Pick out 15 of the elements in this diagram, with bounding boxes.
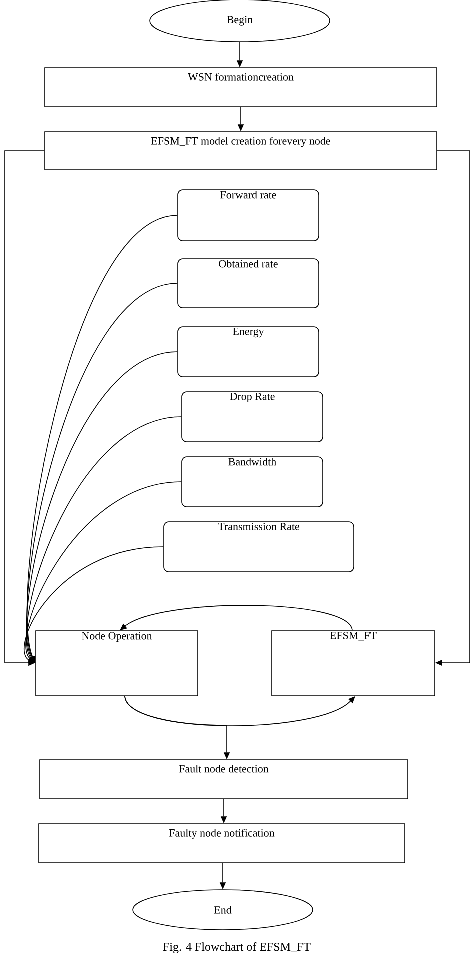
- caption: Fig. 4 Flowchart of EFSM_FT: [163, 942, 311, 954]
- process-box: WSN formationcreation: [44, 68, 438, 108]
- process-box: Faulty node notification: [38, 824, 406, 864]
- process-box: Fault node detection: [40, 760, 408, 800]
- process-box: EFSM_FT model creation forevery node: [44, 132, 438, 170]
- parameter-box: Forward rate: [178, 190, 320, 242]
- arrow: [120, 605, 353, 631]
- process-box: EFSM_FT: [272, 630, 436, 696]
- parameter-box: Obtained rate: [178, 258, 320, 308]
- arrow: [24, 546, 164, 664]
- parameter-box: Bandwidth: [182, 456, 324, 508]
- process-box: Node Operation: [36, 630, 198, 696]
- parameter-box: Drop Rate: [182, 392, 324, 442]
- parameter-box: Energy: [178, 326, 320, 378]
- parameter-box: Transmission Rate: [164, 522, 354, 572]
